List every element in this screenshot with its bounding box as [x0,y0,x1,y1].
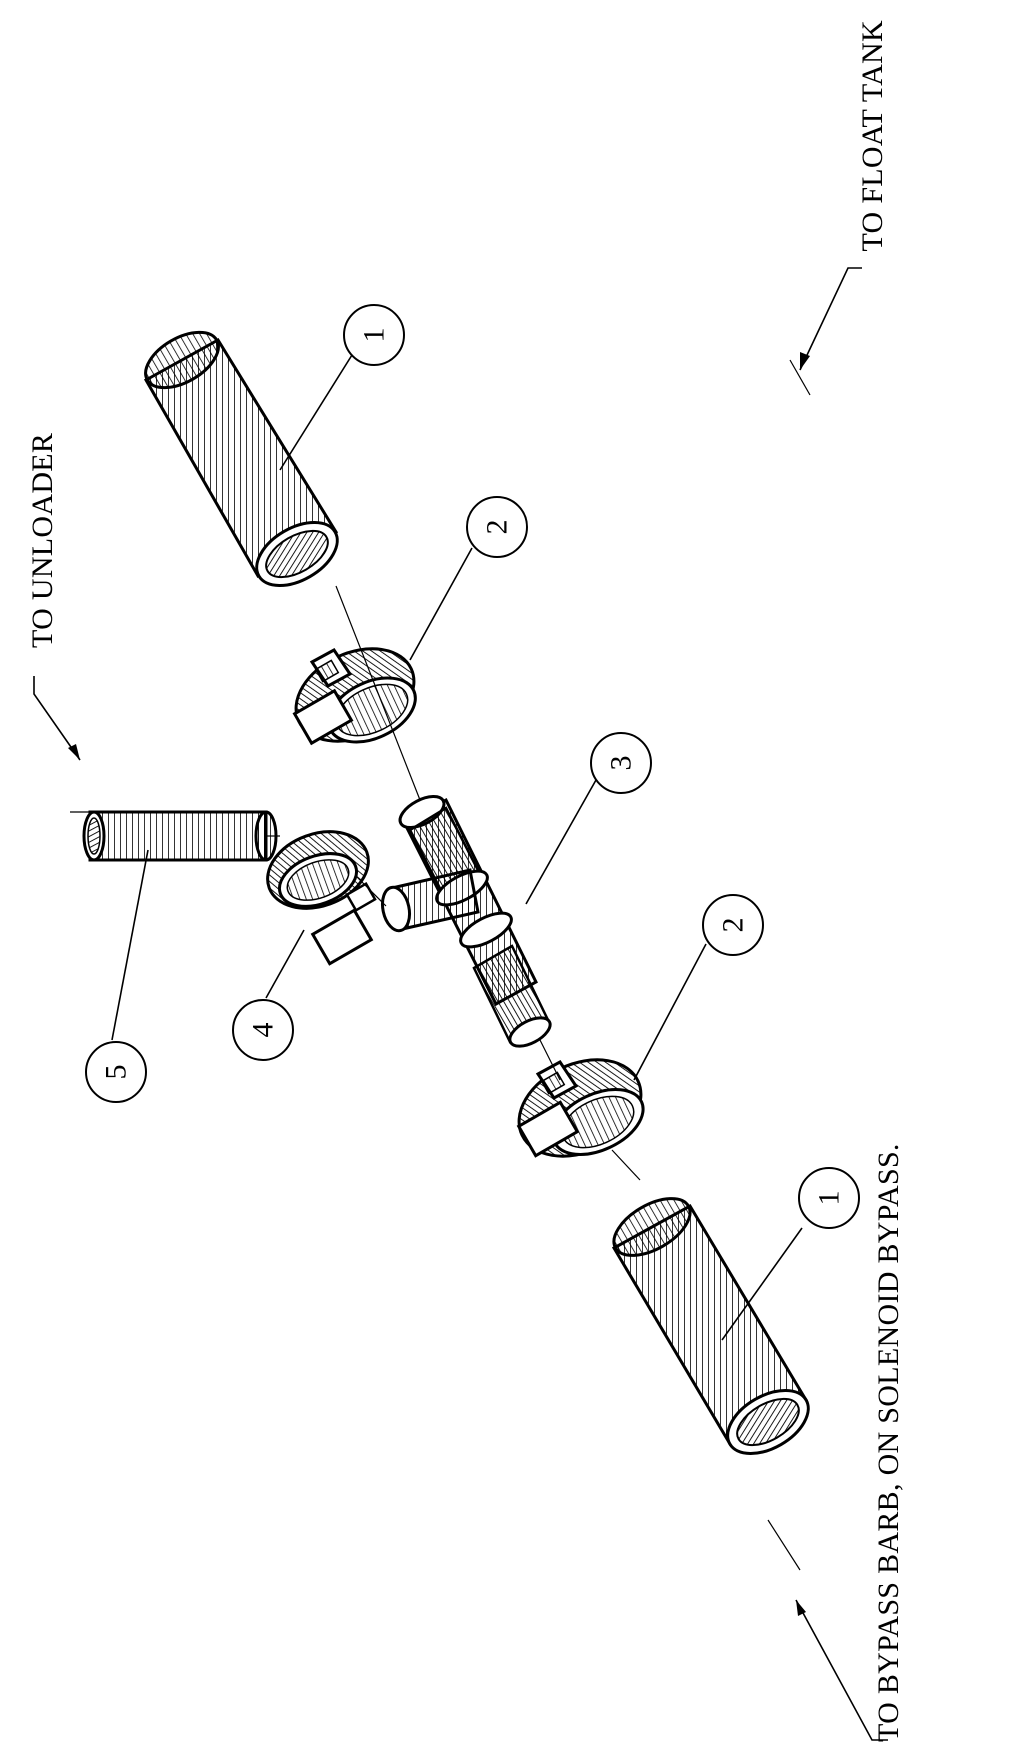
balloon-tee-text: 3 [605,756,638,771]
balloon-hose-small-text: 5 [100,1065,133,1080]
leader-float-tank [789,267,862,396]
balloon-clamp-small: 4 [232,999,294,1061]
clamp-bottom [516,1058,645,1158]
balloon-hose-top: 1 [343,304,405,366]
hose-bottom [611,1197,810,1455]
label-to-bypass: TO BYPASS BARB, ON SOLENOID BYPASS. [872,1143,905,1742]
leader-bypass [767,1519,888,1741]
balloon-clamp-top-text: 2 [481,520,514,535]
balloon-clamp-bottom-text: 2 [717,918,750,933]
balloon-clamp-top: 2 [466,496,528,558]
balloon-hose-bottom: 1 [798,1167,860,1229]
balloon-clamp-small-text: 4 [247,1023,280,1038]
balloon-hose-small: 5 [85,1041,147,1103]
balloon-hose-top-text: 1 [358,328,391,343]
balloon-tee: 3 [590,732,652,794]
hose-top [143,330,339,587]
leader-unloader [33,676,116,813]
clamp-top [292,647,417,746]
clamp-small [266,830,377,966]
balloon-clamp-bottom: 2 [702,894,764,956]
axis-lines [266,585,641,1181]
hose-small [82,810,278,862]
label-to-unloader-text: TO UNLOADER [26,433,59,648]
label-to-unloader: TO UNLOADER [26,433,59,648]
label-to-float-tank: TO FLOAT TANK [856,20,889,252]
label-to-bypass-text: TO BYPASS BARB, ON SOLENOID BYPASS. [872,1143,905,1742]
balloon-hose-bottom-text: 1 [813,1191,846,1206]
balloon-leaders [111,354,803,1341]
label-to-float-tank-text: TO FLOAT TANK [856,20,889,252]
tee-fitting [380,795,552,1048]
